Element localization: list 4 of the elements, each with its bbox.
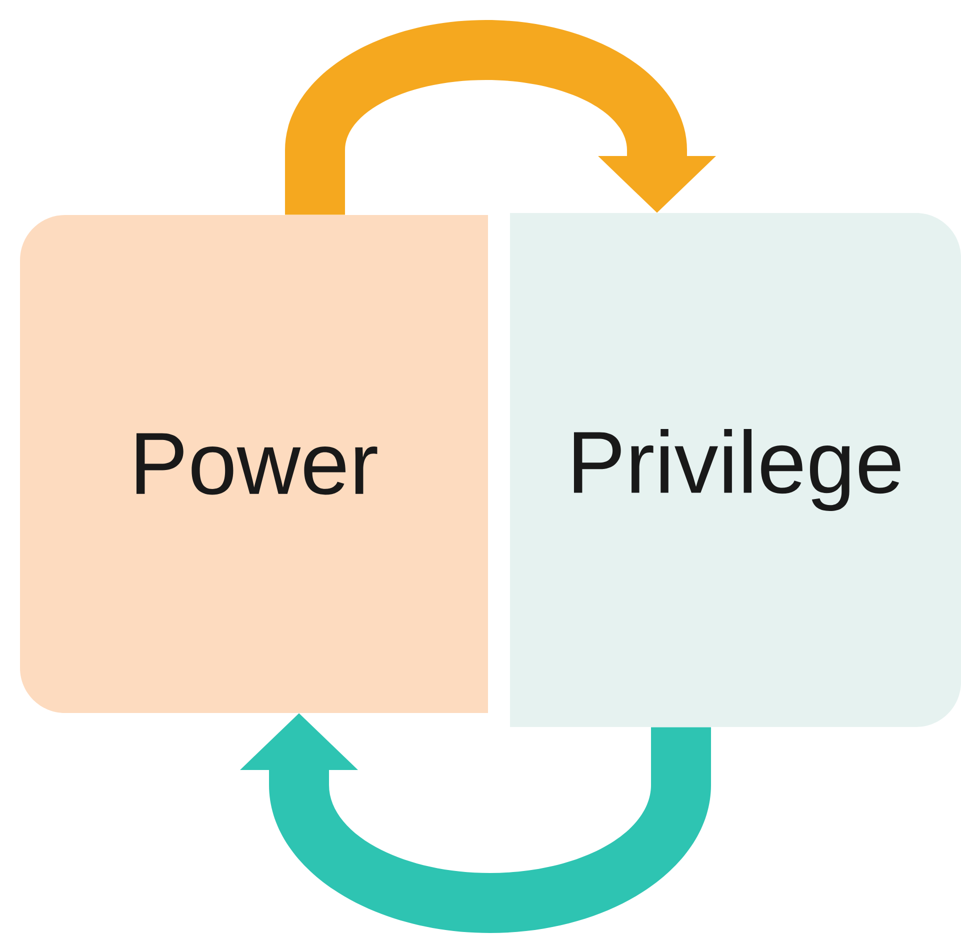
curved-arrow: [285, 20, 716, 215]
process-box: Privilege: [510, 213, 961, 727]
curved-arrow: [240, 713, 711, 933]
process-box: Power: [20, 215, 488, 713]
